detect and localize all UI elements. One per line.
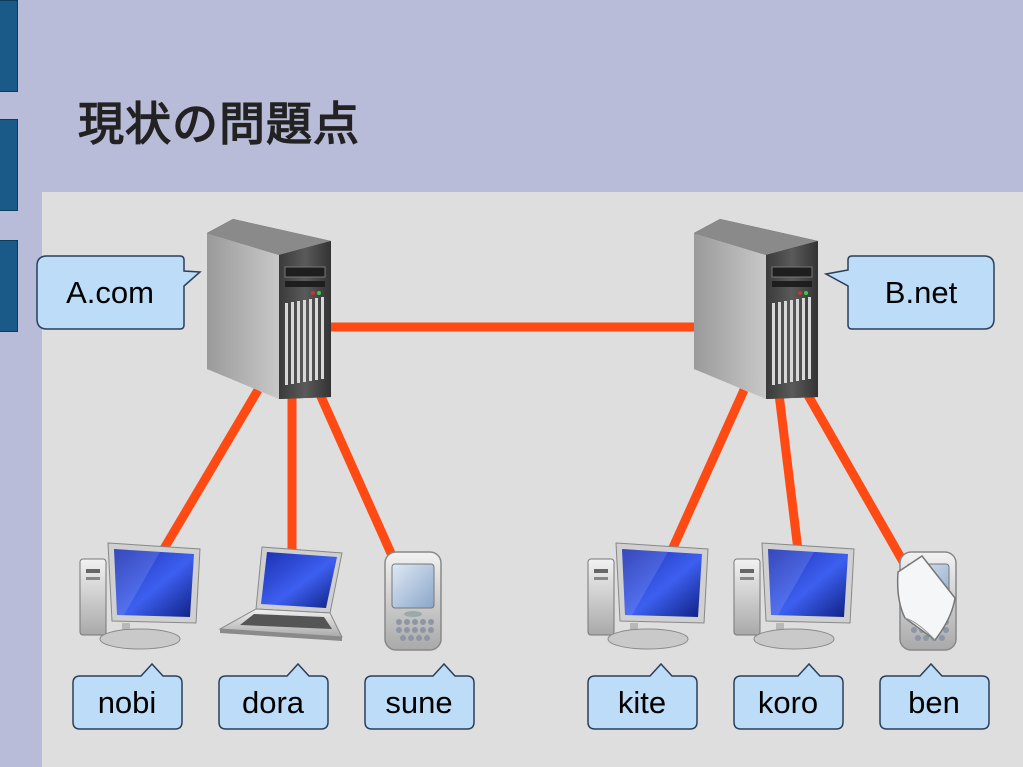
server-b-callout: B.net: [823, 255, 995, 330]
kite-desktop-icon: [587, 542, 709, 650]
server-a-label: A.com: [66, 275, 154, 310]
dora-laptop-icon: [219, 546, 343, 642]
sune-phone-icon: [384, 551, 442, 651]
client-callout-ben: ben: [879, 662, 990, 730]
client-callout-sune: sune: [364, 662, 475, 730]
nobi-desktop-icon: [79, 542, 201, 650]
link-server-b-kite: [666, 388, 749, 554]
client-callout-dora: dora: [218, 662, 329, 730]
client-label-ben: ben: [908, 685, 960, 720]
side-tab-1: [0, 0, 18, 92]
server-b-label: B.net: [885, 275, 958, 310]
client-label-nobi: nobi: [98, 685, 157, 720]
client-label-koro: koro: [758, 685, 818, 720]
client-label-dora: dora: [242, 685, 305, 720]
ben-phone-icon: [896, 551, 957, 651]
link-server-b-ben: [801, 387, 909, 568]
client-callout-koro: koro: [733, 662, 844, 730]
side-tab-3: [0, 240, 18, 332]
connection-lines: [158, 322, 909, 568]
link-server-a-sune: [313, 388, 399, 562]
server-a-callout: A.com: [36, 255, 202, 330]
link-server-b-koro: [774, 393, 803, 551]
koro-desktop-icon: [733, 542, 855, 650]
client-callout-nobi: nobi: [72, 662, 183, 730]
client-label-sune: sune: [385, 685, 452, 720]
client-callout-kite: kite: [587, 662, 698, 730]
slide-title: 現状の問題点: [78, 97, 360, 151]
server-b-icon: [693, 218, 819, 400]
side-tab-2: [0, 119, 18, 211]
server-a-icon: [206, 218, 332, 400]
link-server-a-nobi: [158, 387, 262, 555]
client-label-kite: kite: [618, 685, 666, 720]
